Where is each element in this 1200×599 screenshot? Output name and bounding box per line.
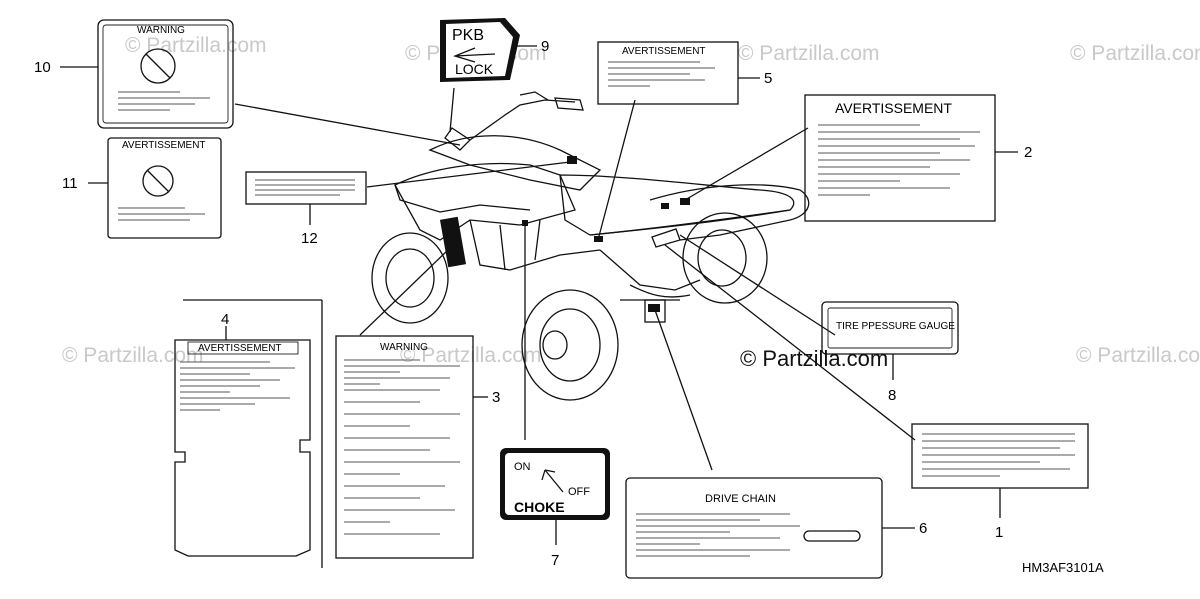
choke-on-text: ON [514,461,531,473]
callout-7: 7 [551,552,559,569]
watermark: © Partzilla.com [738,42,880,65]
lock-text: LOCK [455,61,494,77]
callout-4: 4 [221,311,229,328]
callout-5: 5 [764,70,772,87]
decal-8-tire-gauge: TIRE PPESSURE GAUGE [821,301,959,355]
choke-text: CHOKE [514,499,565,515]
tire-gauge-text: TIRE PPESSURE GAUGE [836,321,955,332]
decal-11-avertissement: AVERTISSEMENT [107,137,222,239]
watermark: © Partzilla.com [125,34,267,57]
callout-6: 6 [919,520,927,537]
decal-4-avertissement: AVERTISSEMENT [174,339,311,557]
decal-10-warning: WARNING [97,19,234,129]
callout-2: 2 [1024,144,1032,161]
watermark-center: © Partzilla.com [740,346,888,371]
callouts: 1 2 3 4 5 6 7 8 9 10 11 12 [34,38,1032,569]
drive-chain-title: DRIVE CHAIN [705,493,776,505]
decal-3-warning: WARNING [335,335,474,559]
watermark: © Partzilla.com [1070,42,1200,65]
decal-11-title: AVERTISSEMENT [122,140,206,151]
decal-3-title: WARNING [380,342,428,353]
callout-1: 1 [995,524,1003,541]
callout-11: 11 [62,175,78,192]
callout-10: 10 [34,59,51,76]
callout-9: 9 [541,38,549,55]
decal-2-avertissement: AVERTISSEMENT [804,94,996,222]
diagram-code: HM3AF3101A [1022,560,1104,575]
decal-7-choke: ON OFF CHOKE [500,448,610,520]
decal-12 [245,171,367,205]
choke-off-text: OFF [568,486,590,498]
decal-1 [911,423,1089,489]
watermark: © Partzilla.com [400,344,542,367]
pkb-text: PKB [452,27,484,44]
decal-9-pkb-lock: PKB LOCK [440,18,520,82]
leader-lines [183,87,916,568]
callout-3: 3 [492,389,500,406]
decal-6-drive-chain: DRIVE CHAIN [625,477,883,579]
watermark: © Partzilla.com [1076,344,1200,367]
callout-12: 12 [301,230,318,247]
callout-8: 8 [888,387,896,404]
decal-10-title: WARNING [137,25,185,36]
atv-illustration [371,91,810,401]
decal-5-title: AVERTISSEMENT [622,46,706,57]
watermark: © Partzilla.com [62,344,204,367]
decal-4-title: AVERTISSEMENT [198,343,282,354]
decal-5-avertissement: AVERTISSEMENT [597,41,739,105]
decal-2-title: AVERTISSEMENT [835,100,952,116]
